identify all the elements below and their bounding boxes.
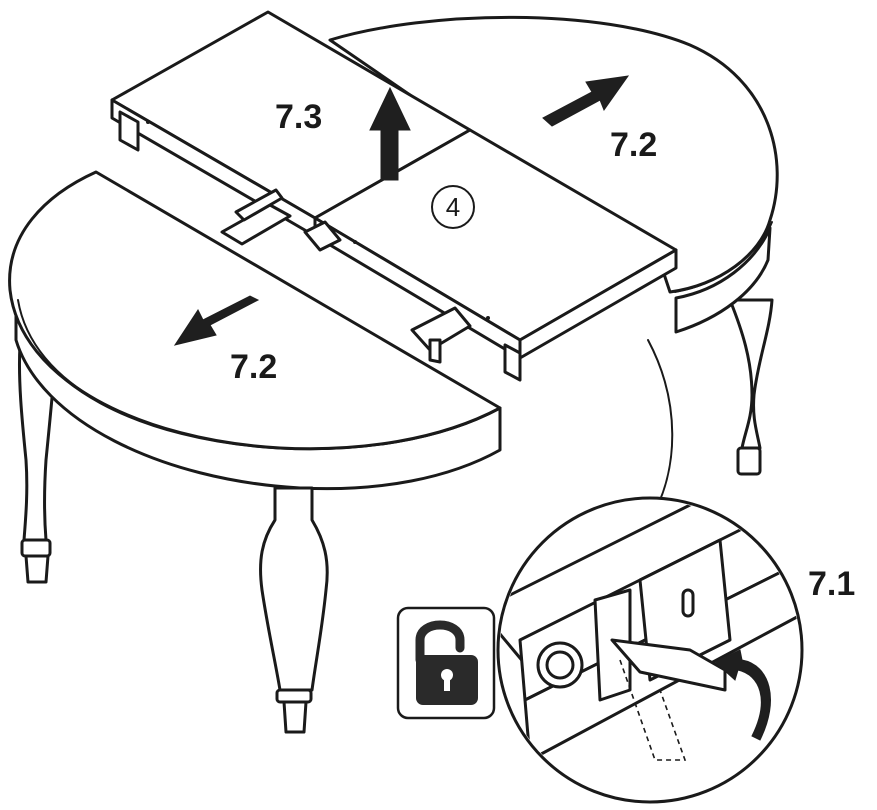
part-number-badge: 4	[431, 185, 475, 229]
right-table-half	[328, 15, 779, 476]
leg-back-right-foot	[736, 446, 762, 476]
step-label-lift-leaf: 7.3	[275, 98, 322, 136]
open-padlock-icon	[396, 606, 496, 720]
left-table-half	[8, 170, 502, 734]
step-label-pull-left: 7.2	[230, 348, 277, 386]
slide-rails	[220, 188, 472, 364]
part-number-label: 4	[446, 192, 460, 222]
arrow-right-pull	[542, 75, 630, 127]
leg-front	[259, 486, 329, 692]
arrow-left-pull	[173, 295, 260, 346]
latch-detail-callout	[496, 339, 804, 804]
step-label-release-latch: 7.1	[808, 565, 855, 603]
step-label-pull-right: 7.2	[610, 126, 657, 164]
right-apron	[674, 226, 772, 334]
latch-arrow	[714, 649, 771, 741]
arrow-up-lift	[369, 86, 411, 181]
leg-back-right	[728, 298, 774, 450]
